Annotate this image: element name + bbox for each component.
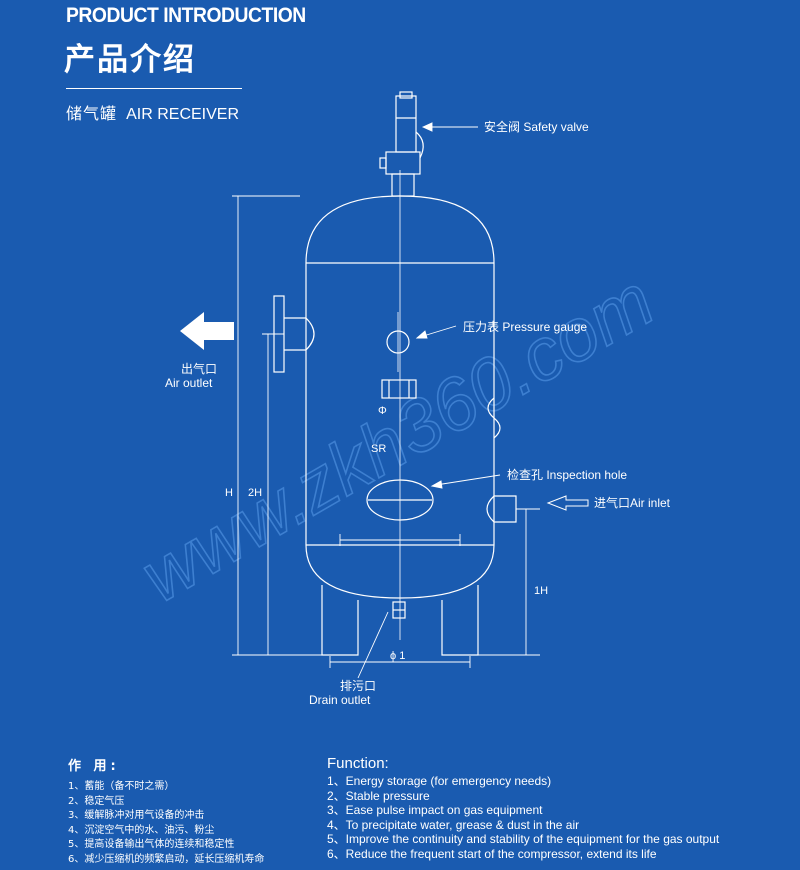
air-inlet-nozzle (494, 495, 517, 523)
header-title-en: PRODUCT INTRODUCTION (66, 4, 306, 27)
function-item-en: 3、Ease pulse impact on gas equipment (327, 803, 543, 818)
air-outlet-arrow (180, 312, 234, 350)
product-name-cn: 储气罐 (66, 104, 118, 123)
safety-valve-handle (415, 131, 424, 159)
function-list-en: Function: 1、Energy storage (for emergenc… (327, 755, 719, 862)
tank-leg-left (321, 585, 359, 656)
watermark: www.zkh360.com (127, 258, 667, 618)
header-title-cn: 产品介绍 (64, 42, 196, 78)
drain-outlet-label-cn: 排污口 (340, 679, 376, 693)
function-item-cn: 6、减少压缩机的频繁启动，延长压缩机寿命 (68, 853, 265, 865)
nameplate (381, 379, 417, 399)
dim-h: H (225, 487, 233, 499)
safety-valve-label: 安全阀 Safety valve (484, 119, 589, 134)
tank-leg-right (441, 585, 479, 656)
function-item-en: 6、Reduce the frequent start of the compr… (327, 846, 657, 861)
function-list-cn: 作 用: 1、蓄能（备不时之需） 2、稳定气压 3、缓解脉冲对用气设备的冲击 4… (68, 755, 264, 868)
header-divider (66, 88, 242, 89)
dim-phi1: ϕ 1 (390, 650, 405, 662)
air-outlet-pipe (284, 317, 306, 351)
air-inlet-arrow (546, 495, 589, 511)
product-subtitle: 储气罐 AIR RECEIVER (66, 100, 239, 124)
function-title-en: Function: (327, 755, 389, 772)
function-item-cn: 2、稳定气压 (68, 795, 125, 807)
pressure-gauge-label: 压力表 Pressure gauge (463, 320, 587, 334)
dim-phi: Φ (378, 405, 387, 417)
dim-2h: 2H (248, 487, 262, 499)
function-item-cn: 5、提高设备输出气体的连续和稳定性 (68, 839, 235, 851)
safety-valve-block (385, 151, 421, 175)
function-item-cn: 3、缓解脉冲对用气设备的冲击 (68, 810, 205, 822)
drain-outlet-label-en: Drain outlet (309, 693, 371, 707)
air-inlet-label: 进气口Air inlet (594, 495, 671, 510)
dim-1h: 1H (534, 585, 548, 597)
safety-valve-top (399, 91, 413, 99)
product-name-en: AIR RECEIVER (126, 106, 240, 123)
function-item-en: 4、To precipitate water, grease & dust in… (327, 817, 580, 832)
function-item-en: 2、Stable pressure (327, 788, 430, 803)
function-item-en: 1、Energy storage (for emergency needs) (327, 774, 552, 788)
safety-valve-nipple (391, 173, 415, 197)
function-title-cn: 作 用: (68, 759, 120, 774)
air-outlet-label-en: Air outlet (165, 376, 213, 390)
inspection-hole-label: 检查孔 Inspection hole (507, 467, 627, 482)
function-item-en: 5、Improve the continuity and stability o… (327, 832, 720, 847)
function-item-cn: 4、沉淀空气中的水、油污、粉尘 (68, 824, 215, 836)
dim-sr: SR (371, 443, 386, 455)
air-outlet-label-cn: 出气口 (181, 361, 217, 376)
safety-valve-body (395, 95, 417, 153)
function-item-cn: 1、蓄能（备不时之需） (68, 781, 175, 792)
